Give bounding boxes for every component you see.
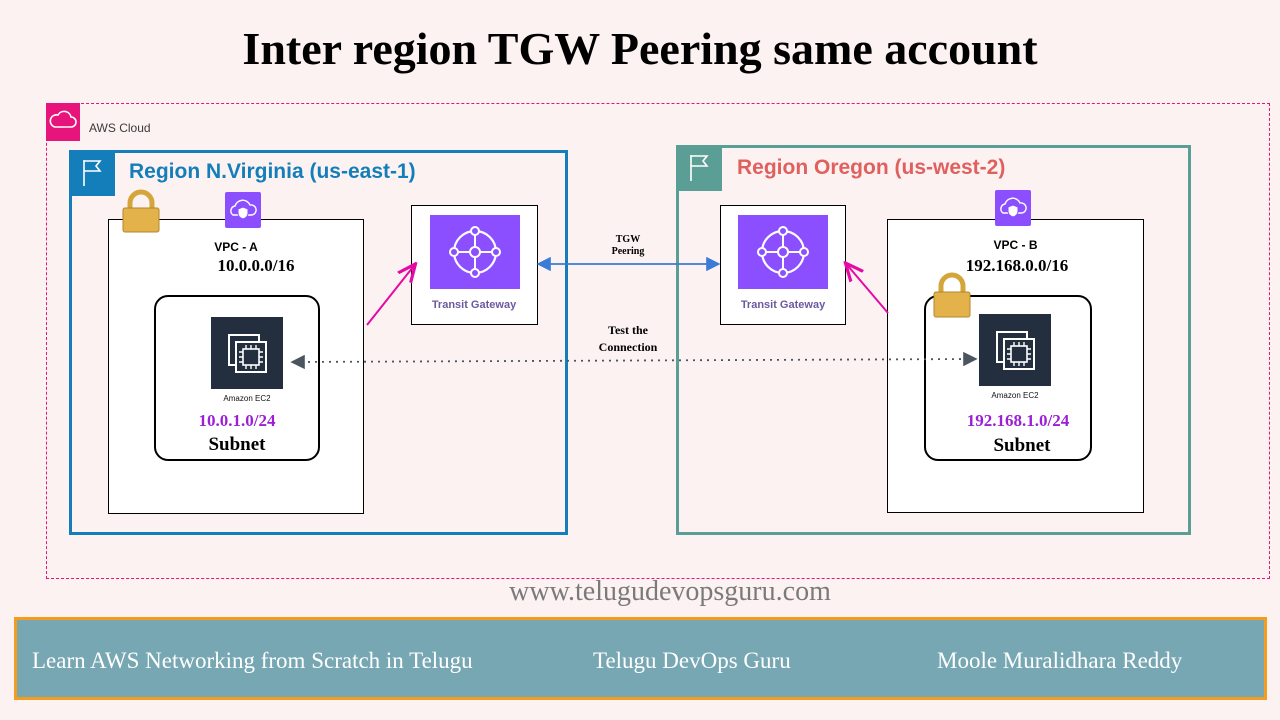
region-flag-badge <box>676 145 722 191</box>
ec2-instance-a <box>211 317 283 389</box>
vpc-a-name: VPC - A <box>214 240 258 254</box>
vpc-b-to-tgw-arrow <box>848 266 889 314</box>
region-flag-badge <box>69 150 115 196</box>
footer-banner: Learn AWS Networking from Scratch in Tel… <box>14 617 1267 700</box>
cloud-icon <box>49 110 77 128</box>
footer-course: Learn AWS Networking from Scratch in Tel… <box>32 648 473 673</box>
vpc-a-cidr: 10.0.0.0/16 <box>217 256 295 275</box>
region-title-b: Region Oregon (us-west-2) <box>737 156 1006 179</box>
vpc-b-cidr: 192.168.0.0/16 <box>965 256 1069 275</box>
vpc-icon <box>225 192 261 228</box>
subnet-b-cidr: 192.168.1.0/24 <box>966 411 1070 430</box>
footer-author: Moole Muralidhara Reddy <box>937 648 1183 673</box>
page-title: Inter region TGW Peering same account <box>242 23 1038 74</box>
subnet-b-name: Subnet <box>993 435 1051 456</box>
lock-icon <box>933 272 971 318</box>
lock-icon <box>122 189 160 233</box>
transit-gateway-a-label: Transit Gateway <box>431 299 517 311</box>
vpc-icon <box>995 190 1031 226</box>
website-url: www.telugudevopsguru.com <box>509 576 831 607</box>
ec2-icon <box>996 331 1035 370</box>
test-connection-arrow <box>290 351 978 370</box>
ec2-label-a: Amazon EC2 <box>223 394 271 403</box>
ec2-instance-b <box>979 314 1051 386</box>
peering-label: TGW Peering <box>611 234 645 257</box>
test-connection-label: Test the Connection <box>598 323 658 354</box>
flag-icon <box>83 160 102 186</box>
subnet-a-cidr: 10.0.1.0/24 <box>198 411 276 430</box>
ec2-label-b: Amazon EC2 <box>991 391 1039 400</box>
footer-channel: Telugu DevOps Guru <box>593 648 791 673</box>
transit-gateway-b-label: Transit Gateway <box>740 299 826 311</box>
region-title-a: Region N.Virginia (us-east-1) <box>129 160 416 183</box>
aws-cloud-badge <box>46 103 80 141</box>
subnet-a-name: Subnet <box>208 434 266 455</box>
region-us-west-2 <box>676 145 1191 535</box>
transit-gateway-icon <box>738 215 828 289</box>
aws-cloud-container <box>46 103 1270 579</box>
transit-gateway-icon <box>430 215 520 289</box>
vpc-b-name: VPC - B <box>993 238 1038 252</box>
flag-icon <box>690 155 709 181</box>
vpc-a-to-tgw-arrow <box>366 267 413 326</box>
region-us-east-1 <box>69 150 568 535</box>
aws-cloud-label: AWS Cloud <box>89 121 151 135</box>
ec2-icon <box>228 334 267 373</box>
